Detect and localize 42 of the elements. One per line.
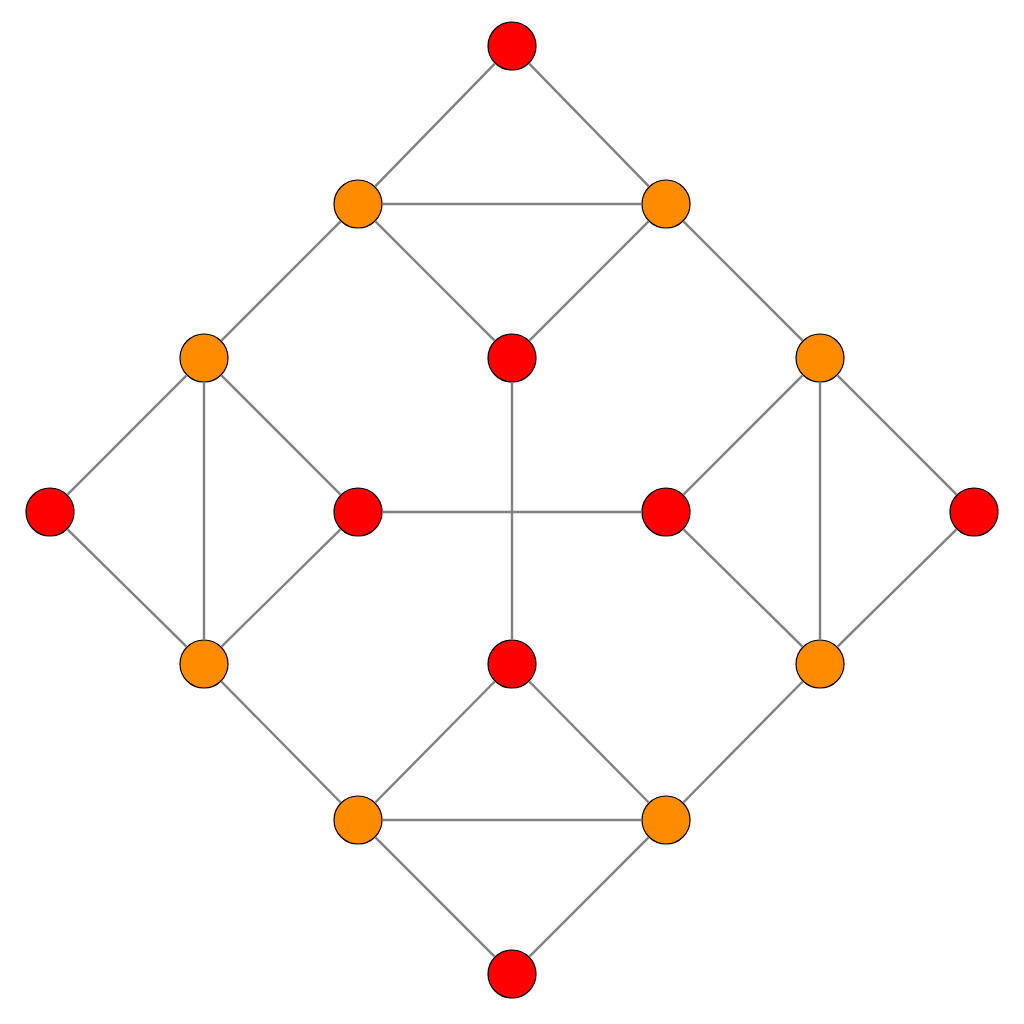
edge-line [220,680,342,804]
edge-line [528,680,650,804]
vertex-circle [179,333,229,383]
edge-line [682,374,804,496]
vertex-circle [333,487,383,537]
vertex-circle [795,639,845,689]
vertex-circle [795,333,845,383]
vertex-circle [333,795,383,845]
edge-line [220,528,342,648]
edge-line [374,220,496,342]
edge-line [528,836,650,958]
edge-line [510,382,514,640]
vertex-circle [487,21,537,71]
edge-line [220,374,342,496]
edge-line [66,374,188,496]
vertex-circle [641,795,691,845]
edge-line [66,528,188,648]
vertex-circle [487,639,537,689]
vertex-circle [949,487,999,537]
edge-line [682,220,804,342]
edge-line [818,382,822,640]
edge-line [374,62,496,188]
vertex-circle [641,179,691,229]
edge-line [682,528,804,648]
edge-line [528,220,650,342]
edge-line [382,510,642,514]
edge-line [382,818,642,822]
edge-line [202,382,206,640]
edge-line [382,202,642,206]
vertex-circle [333,179,383,229]
edge-line [528,62,650,188]
edge-line [682,680,804,804]
vertex-circle [487,949,537,999]
vertex-circle [25,487,75,537]
vertex-circle [641,487,691,537]
edge-line [836,528,958,648]
edge-line [374,836,496,958]
edge-line [836,374,958,496]
vertex-circle [179,639,229,689]
edge-line [220,220,342,342]
vertex-circle [487,333,537,383]
edge-line [374,680,496,804]
